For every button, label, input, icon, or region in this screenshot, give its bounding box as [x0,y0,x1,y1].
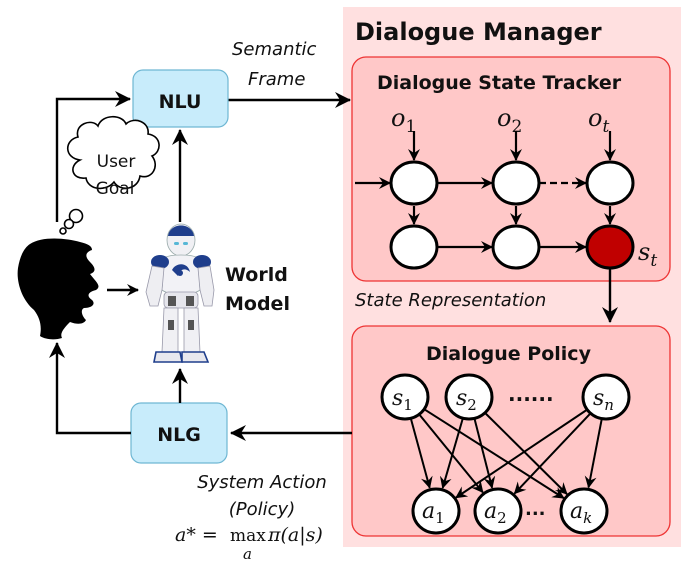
user-to-nlu-arrow [55,91,131,222]
node-base: a [422,499,435,524]
policy-action-a1: a1 [411,487,461,535]
hidden-node-t [585,160,635,206]
node-base: s [593,386,604,411]
policy-edge-sn-ak [584,418,603,489]
policy-action-node [473,487,523,535]
node-sub: k [583,509,592,527]
formula-rhs: π(a|s) [267,524,323,546]
hidden-node-1 [389,160,439,206]
world-model-label-line2: Model [225,293,290,315]
state-base: s [638,238,650,266]
current-state-node [585,224,635,270]
user-goal-label-line1: User [97,152,136,172]
nlg-label: NLG [157,424,201,446]
svg-text:s2: s2 [456,386,477,414]
state-sub: t [650,251,657,271]
state-representation-label: State Representation [355,290,546,311]
policy-action-node [411,487,461,535]
obs-sub: 1 [405,117,416,137]
thought-bubble-small [59,227,67,235]
current-state-label: st [638,238,657,271]
dialogue-policy-title: Dialogue Policy [426,343,592,365]
formula-max: max [230,526,266,546]
svg-text:a1: a1 [422,499,445,527]
policy-edge-s1-a1 [409,417,433,489]
robot-world-model-icon [145,223,215,363]
svg-text:o1: o1 [391,104,416,137]
semantic-frame-label-line1: Semantic [232,39,317,60]
policy-state-s2: s2 [444,373,494,421]
state-tracker-title: Dialogue State Tracker [377,72,622,94]
cloud-icon [66,115,160,190]
obs-sub: t [602,117,609,137]
semantic-frame-label-line2: Frame [248,69,305,90]
node-base: s [456,386,467,411]
svg-text:ot: ot [588,104,609,137]
dialogue-manager-title: Dialogue Manager [355,18,602,46]
formula-max-sub: a [243,545,252,563]
policy-action-a2: a2 [473,487,523,535]
svg-text:sn: sn [593,386,614,414]
state-node-2 [491,224,541,270]
policy-states-ellipsis: ...... [508,382,554,406]
user-goal-thought-cloud: User Goal [59,115,160,235]
nlg-to-user-arrow [49,342,131,435]
policy-action-ak: ak [559,487,609,535]
system-action-label-line2: (Policy) [229,499,295,520]
node-sub: 2 [467,396,477,414]
svg-text:s1: s1 [392,386,413,414]
node-base: s [392,386,403,411]
node-base: a [484,499,497,524]
thought-bubble-large [68,208,84,224]
node-sub: 2 [497,509,507,527]
policy-state-node [581,373,631,421]
policy-edge-sn-a2 [513,412,592,495]
thought-bubble-medium [63,218,75,230]
policy-state-node [380,373,430,421]
node-sub: 1 [435,509,445,527]
obs-base: o [391,104,405,132]
policy-edge-s2-ak [483,411,568,495]
nlg-module: NLG [130,402,228,464]
observation-o1: o1 [391,104,416,137]
node-sub: 1 [403,396,413,414]
hidden-node-2 [491,160,541,206]
svg-text:a2: a2 [484,499,507,527]
policy-edge-s1-ak [423,407,565,499]
node-base: a [570,499,583,524]
policy-edge-s1-a2 [418,413,484,494]
policy-edge-sn-a1 [455,408,589,499]
policy-formula: a* = max a π(a|s) [175,524,323,563]
policy-state-sn: sn [581,373,631,421]
policy-edges [409,407,603,499]
svg-text:ak: ak [570,499,592,527]
svg-text:o2: o2 [497,104,522,137]
nlu-module: NLU [132,69,229,128]
observation-o2: o2 [497,104,522,137]
observation-ot: ot [588,104,609,137]
formula-lhs: a* = [175,524,218,546]
nlu-label: NLU [159,91,202,113]
policy-action-node [559,487,609,535]
node-sub: n [604,396,614,414]
obs-sub: 2 [511,117,522,137]
user-goal-label-line2: Goal [96,179,135,199]
policy-state-node [444,373,494,421]
system-action-label-line1: System Action [197,472,327,493]
obs-base: o [588,104,602,132]
policy-edge-s2-a1 [439,417,464,489]
policy-actions-ellipsis: ... [525,499,546,520]
user-silhouette-icon [17,238,99,340]
nlu-box [132,69,229,128]
obs-base: o [497,104,511,132]
world-model-label-line1: World [225,264,288,286]
state-node-1 [389,224,439,270]
policy-state-s1: s1 [380,373,430,421]
